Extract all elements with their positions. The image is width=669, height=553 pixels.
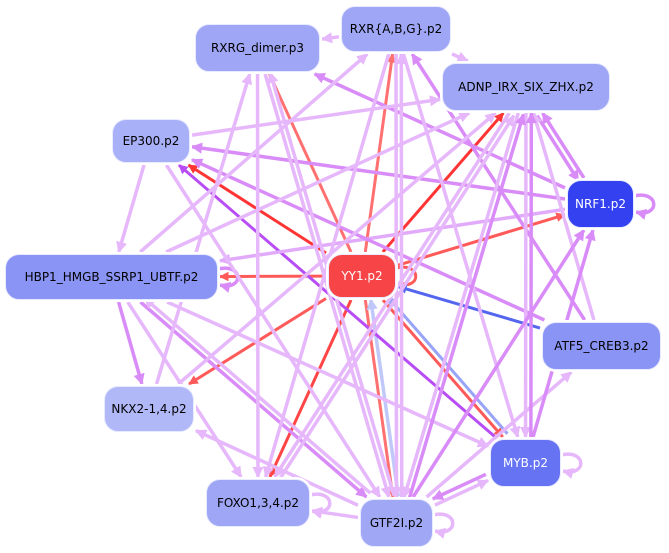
node-ep300[interactable]: EP300.p2 — [112, 119, 190, 163]
edge-adnp-to-nrf1 — [535, 114, 580, 182]
self-loop-edge — [560, 452, 583, 479]
node-myb[interactable]: MYB.p2 — [490, 439, 561, 487]
node-label: GTF2I.p2 — [369, 516, 424, 530]
edge-atf5-to-yy1 — [397, 284, 541, 330]
node-nrf1[interactable]: NRF1.p2 — [567, 180, 634, 228]
edge-myb-to-gtf2i — [431, 472, 487, 501]
edge-nrf1-to-ep300 — [190, 142, 566, 201]
edge-hbp1-to-nkx2 — [116, 301, 145, 386]
edge-nrf1-to-rxrg_dimer — [313, 72, 566, 190]
edge-nkx2-to-rxrg_dimer — [154, 72, 253, 385]
node-label: EP300.p2 — [122, 134, 180, 148]
edge-gtf2i-to-nkx2 — [194, 429, 359, 507]
edge-rxr_abg-to-myb — [401, 53, 521, 439]
self-loop-edge — [309, 492, 332, 519]
edge-gtf2i-to-nrf1 — [411, 229, 586, 498]
node-gtf2i[interactable]: GTF2I.p2 — [360, 499, 433, 547]
node-hbp1[interactable]: HBP1_HMGB_SSRP1_UBTF.p2 — [5, 254, 218, 300]
node-atf5[interactable]: ATF5_CREB3.p2 — [542, 322, 661, 370]
edge-ep300-to-hbp1 — [116, 164, 146, 254]
node-label: RXR{A,B,G}.p2 — [349, 22, 443, 36]
edge-nrf1-to-hbp1 — [218, 207, 566, 265]
node-foxo[interactable]: FOXO1,3,4.p2 — [206, 479, 310, 527]
edge-hbp1-to-gtf2i — [139, 300, 368, 499]
edge-gtf2i-to-myb — [434, 478, 490, 507]
node-label: HBP1_HMGB_SSRP1_UBTF.p2 — [24, 270, 199, 284]
self-loop-edge — [633, 193, 656, 220]
edge-rxrg_dimer-to-gtf2i — [263, 73, 392, 499]
edge-atf5-to-adnp — [531, 111, 596, 321]
edge-hbp1-to-rxr_abg — [139, 52, 369, 254]
edge-atf5-to-ep300 — [190, 158, 546, 322]
edge-gtf2i-to-hbp1 — [143, 296, 372, 495]
edges-layer — [116, 32, 656, 539]
edge-nkx2-to-adnp — [177, 111, 497, 386]
edge-nrf1-to-adnp — [541, 112, 586, 179]
edge-adnp-to-gtf2i — [401, 112, 520, 499]
edge-hbp1-to-myb — [166, 300, 490, 448]
node-yy1[interactable]: YY1.p2 — [328, 254, 396, 298]
edge-adnp-to-foxo — [273, 112, 511, 478]
edge-gtf2i-to-adnp — [407, 113, 526, 499]
node-rxr_abg[interactable]: RXR{A,B,G}.p2 — [341, 6, 451, 52]
node-nkx2[interactable]: NKX2-1,4.p2 — [104, 386, 194, 432]
edge-hbp1-to-adnp — [165, 111, 471, 254]
edge-foxo-to-adnp — [277, 114, 516, 481]
node-adnp[interactable]: ADNP_IRX_SIX_ZHX.p2 — [442, 63, 610, 111]
edge-rxr_abg-to-rxrg_dimer — [320, 32, 340, 44]
edge-rxr_abg-to-adnp — [451, 51, 469, 63]
node-rxrg_dimer[interactable]: RXRG_dimer.p3 — [195, 24, 320, 72]
node-label: ADNP_IRX_SIX_ZHX.p2 — [458, 80, 594, 94]
node-label: NKX2-1,4.p2 — [111, 402, 187, 416]
node-label: MYB.p2 — [503, 456, 548, 470]
node-label: FOXO1,3,4.p2 — [216, 496, 300, 510]
self-loop-edge — [432, 512, 455, 539]
node-label: ATF5_CREB3.p2 — [554, 339, 649, 353]
node-label: NRF1.p2 — [575, 197, 626, 211]
node-label: RXRG_dimer.p3 — [210, 41, 305, 55]
edge-ep300-to-gtf2i — [164, 164, 382, 498]
node-label: YY1.p2 — [341, 269, 383, 283]
